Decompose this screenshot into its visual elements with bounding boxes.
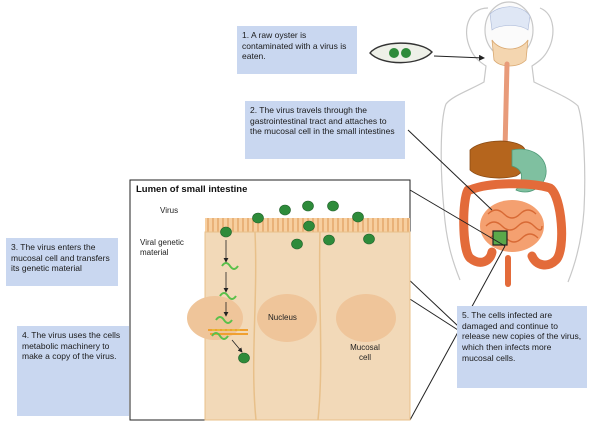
virus-particle xyxy=(352,211,364,223)
mucosal-cells xyxy=(187,231,411,421)
step-4-note: 4. The virus uses the cells metabolic ma… xyxy=(17,326,129,416)
large-intestine-shape xyxy=(459,179,567,270)
virus-particle xyxy=(327,200,339,212)
step-2-note: 2. The virus travels through the gastroi… xyxy=(245,101,405,159)
virus-particle xyxy=(291,238,303,250)
mucosal-cell-label: Mucosal cell xyxy=(350,343,380,362)
virus-particle xyxy=(303,220,315,232)
virus-particle xyxy=(302,200,314,212)
virus-particles xyxy=(220,200,375,364)
virus-particle xyxy=(279,204,291,216)
viral-genetic-material xyxy=(211,262,239,340)
step-3-note: 3. The virus enters the mucosal cell and… xyxy=(6,238,118,286)
oyster-icon xyxy=(369,42,433,64)
step-5-note: 5. The cells infected are damaged and co… xyxy=(457,306,587,388)
virus-particle xyxy=(252,212,264,224)
virus-particle xyxy=(238,352,250,364)
virus-particle xyxy=(363,233,375,245)
inset-title: Lumen of small intestine xyxy=(136,184,248,195)
step-1-note: 1. A raw oyster is contaminated with a v… xyxy=(237,26,357,74)
nucleus-shape xyxy=(257,294,317,342)
viral-genetic-material-label: Viral genetic material xyxy=(140,238,184,257)
virus-particle xyxy=(220,226,232,238)
nucleus-label: Nucleus xyxy=(268,313,297,322)
nucleus-shape xyxy=(336,294,396,342)
virus-label: Virus xyxy=(160,206,179,215)
human-body xyxy=(440,1,586,287)
virus-particle xyxy=(323,234,335,246)
